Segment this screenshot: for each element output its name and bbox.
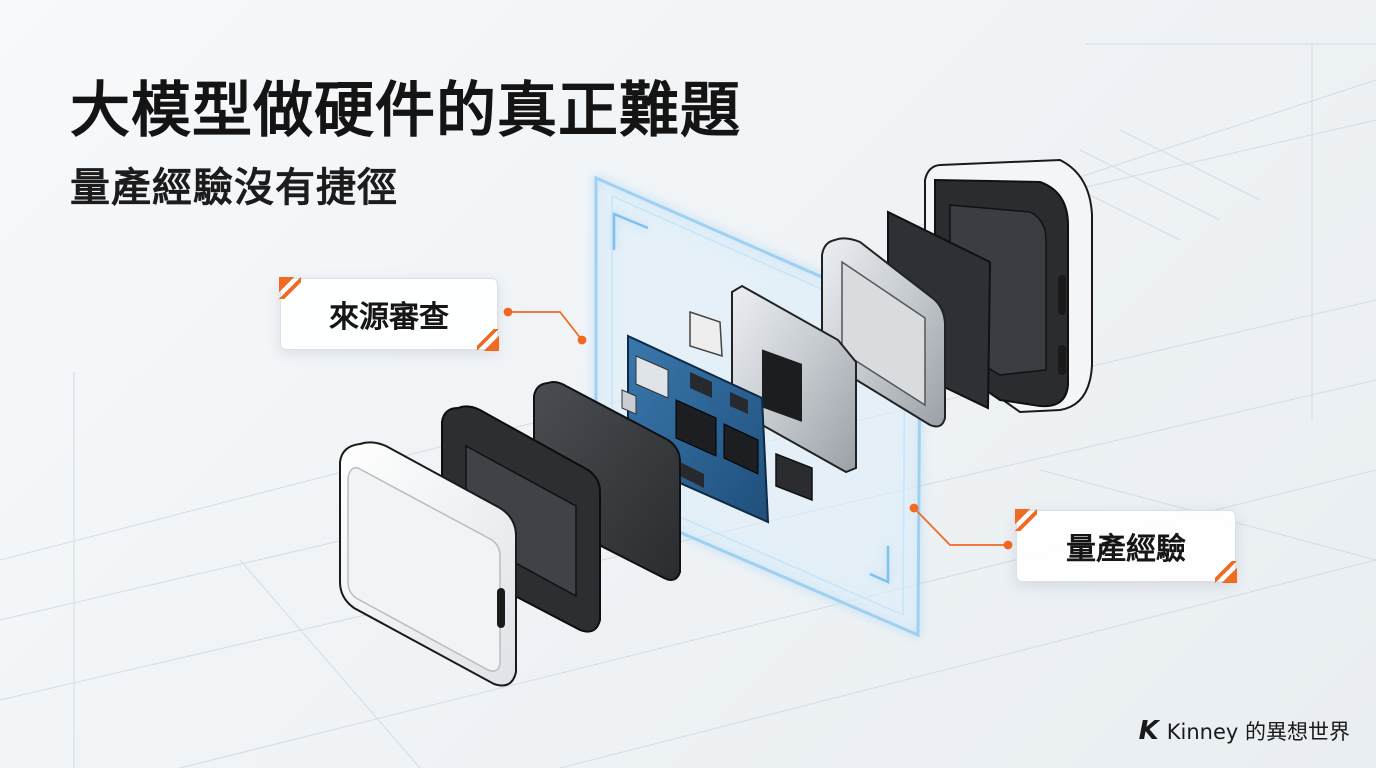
front-cover [339, 441, 517, 687]
callout-source-review: 來源審查 [279, 277, 499, 351]
small-chips [689, 310, 813, 502]
callout-accent-icon [1215, 561, 1237, 583]
callout-connectors [503, 307, 1013, 550]
brand-logo-icon: K [1138, 716, 1159, 746]
page-title: 大模型做硬件的真正難題 [70, 76, 741, 146]
callout-accent-icon [1015, 509, 1037, 531]
callout-accent-icon [279, 277, 301, 299]
callout-mass-production: 量產經驗 [1015, 509, 1237, 583]
callout-label: 來源審查 [329, 300, 449, 335]
callout-label: 量產經驗 [1066, 532, 1186, 567]
inner-frame [441, 405, 601, 633]
silver-frame [821, 237, 946, 428]
page-subtitle: 量產經驗沒有捷徑 [70, 165, 398, 211]
brand-text: Kinney 的異想世界 [1166, 720, 1350, 744]
brand-watermark: K Kinney 的異想世界 [1139, 716, 1350, 746]
battery [533, 381, 681, 581]
callout-accent-icon [477, 329, 499, 351]
